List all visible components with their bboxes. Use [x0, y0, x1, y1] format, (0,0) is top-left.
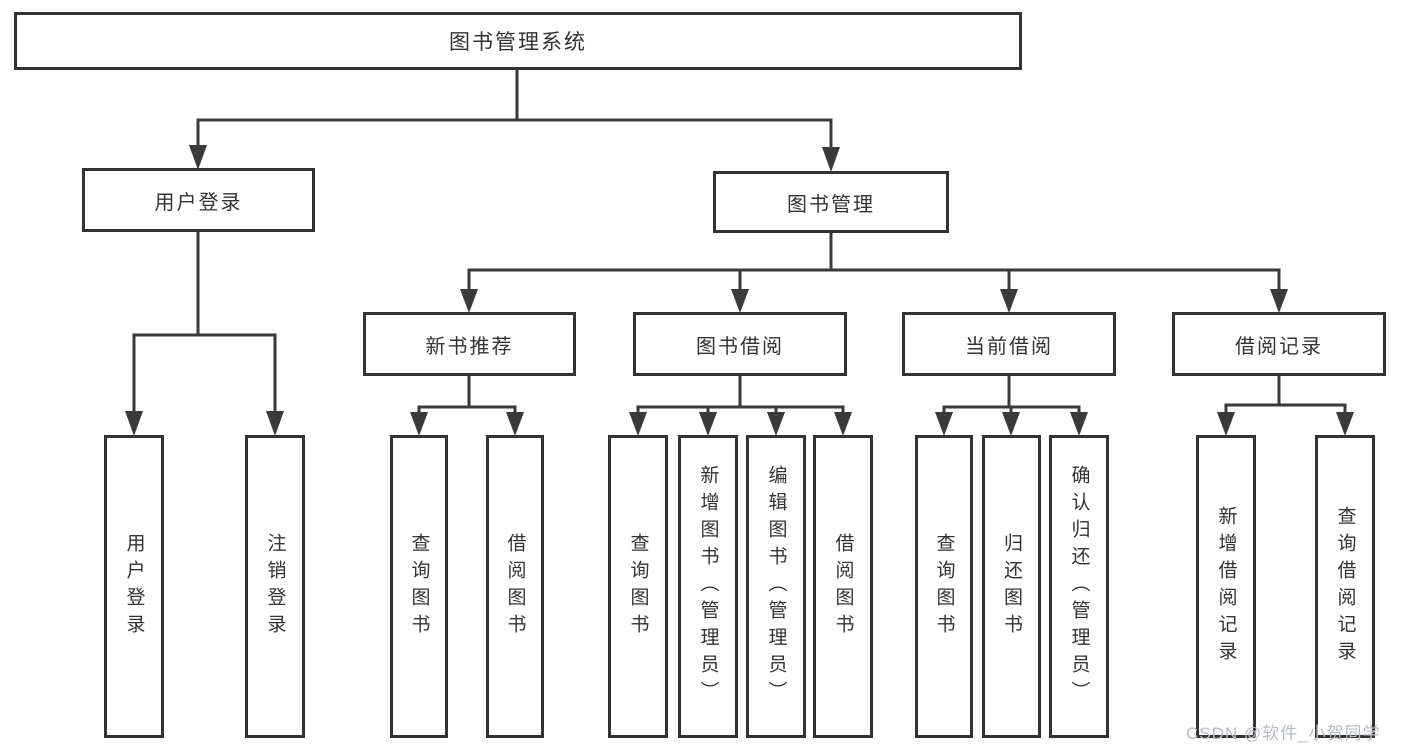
leaf-logout: 注销登录 — [245, 435, 305, 738]
leaf-edit-books-admin-label: 编辑图书（管理员） — [765, 465, 787, 708]
node-new-book-recommend-label: 新书推荐 — [425, 335, 514, 358]
leaf-user-login-label: 用户登录 — [123, 532, 145, 641]
node-book-management-label: 图书管理 — [787, 193, 875, 216]
node-current-borrow-label: 当前借阅 — [965, 335, 1053, 358]
node-borrow-records-label: 借阅记录 — [1235, 335, 1323, 358]
node-user-login-label: 用户登录 — [154, 191, 243, 214]
leaf-borrow-books-1-label: 借阅图书 — [504, 532, 526, 641]
leaf-borrow-books-1: 借阅图书 — [486, 435, 544, 738]
node-root-system: 图书管理系统 — [14, 12, 1022, 70]
leaf-query-books-1-label: 查询图书 — [408, 532, 430, 641]
node-root-label: 图书管理系统 — [449, 31, 587, 54]
node-user-login: 用户登录 — [82, 168, 315, 232]
node-book-management: 图书管理 — [713, 171, 949, 233]
leaf-add-borrow-record: 新增借阅记录 — [1196, 435, 1256, 738]
leaf-query-books-2: 查询图书 — [608, 435, 668, 738]
leaf-query-books-2-label: 查询图书 — [627, 532, 649, 641]
leaf-confirm-return-admin: 确认归还（管理员） — [1049, 435, 1109, 738]
node-book-borrow: 图书借阅 — [633, 312, 847, 376]
node-current-borrow: 当前借阅 — [902, 312, 1116, 376]
leaf-return-books-label: 归还图书 — [1001, 532, 1022, 641]
leaf-edit-books-admin: 编辑图书（管理员） — [746, 435, 806, 738]
leaf-add-borrow-record-label: 新增借阅记录 — [1215, 505, 1237, 668]
watermark: CSDN @软件_小贺同学 — [1186, 724, 1381, 743]
leaf-add-books-admin: 新增图书（管理员） — [678, 435, 738, 738]
leaf-query-borrow-record: 查询借阅记录 — [1315, 435, 1375, 738]
leaf-borrow-books-2-label: 借阅图书 — [832, 532, 854, 641]
node-borrow-records: 借阅记录 — [1172, 312, 1386, 376]
leaf-logout-label: 注销登录 — [264, 532, 286, 641]
leaf-query-books-3: 查询图书 — [915, 435, 973, 738]
node-book-borrow-label: 图书借阅 — [696, 335, 784, 358]
leaf-query-books-1: 查询图书 — [390, 435, 448, 738]
leaf-return-books: 归还图书 — [982, 435, 1041, 738]
node-new-book-recommend: 新书推荐 — [363, 312, 576, 376]
leaf-query-books-3-label: 查询图书 — [933, 532, 955, 641]
arrowhead-icons — [125, 145, 1354, 436]
leaf-user-login: 用户登录 — [104, 435, 164, 738]
leaf-add-books-admin-label: 新增图书（管理员） — [697, 465, 719, 708]
leaf-query-borrow-record-label: 查询借阅记录 — [1334, 505, 1356, 668]
leaf-borrow-books-2: 借阅图书 — [813, 435, 873, 738]
leaf-confirm-return-admin-label: 确认归还（管理员） — [1068, 465, 1090, 708]
